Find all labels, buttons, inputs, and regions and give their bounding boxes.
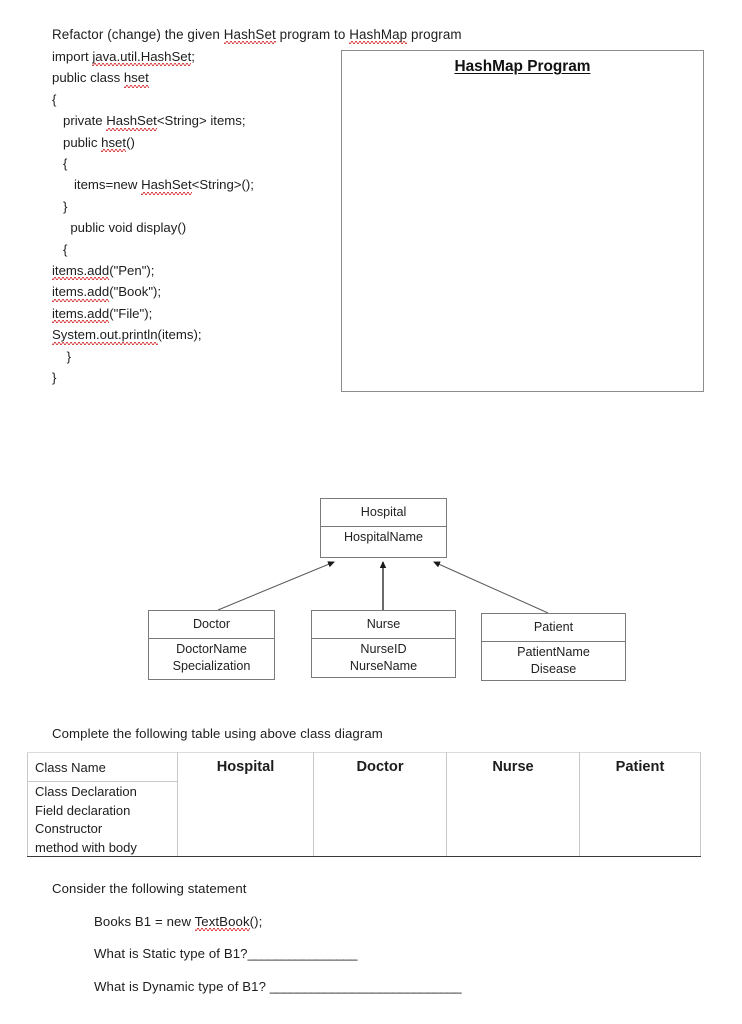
uml-attribute: Disease [530,661,577,676]
question-static-type-text: What is Static type of B1? [94,946,248,961]
question-static-type: What is Static type of B1?______________… [94,946,357,962]
uml-attribute: HospitalName [343,530,424,544]
prompt-term-hashmap: HashMap [349,27,408,45]
uml-class-hospital: Hospital HospitalName [320,498,447,558]
statement-code-prefix: Books B1 = new [94,914,195,929]
hashmap-box-title: HashMap Program [454,58,591,75]
uml-attribute: NurseName [349,658,418,673]
uml-class-patient-attributes: PatientName Disease [482,642,625,677]
spellcheck-term: hset [101,134,127,153]
code-line: } [52,198,68,214]
hashset-code-listing: import java.util.HashSet;public class hs… [52,46,342,389]
row-label-constructor: Constructor [35,821,103,837]
table-header-class-name: Class Name [27,752,178,782]
uml-attribute: Specialization [172,658,251,673]
spellcheck-term: items.add [52,305,110,324]
uml-attribute: PatientName [517,645,590,659]
refactor-prompt: Refactor (change) the given HashSet prog… [52,27,462,43]
row-label-method-with-body: method with body [35,839,137,855]
code-line: public void display() [52,220,187,236]
table-header-row: Class Name Hospital Doctor Nurse Patient [27,752,701,782]
answer-blank-dynamic[interactable]: ____________________________ [269,979,462,994]
table-caption: Complete the following table using above… [52,726,383,741]
class-comparison-table: Class Name Hospital Doctor Nurse Patient… [27,752,701,858]
code-line: System.out.println(items); [52,324,342,345]
row-label-field-declaration: Field declaration [35,802,131,818]
statement-code-textbook: TextBook [194,914,250,932]
connector-patient-hospital [433,561,549,614]
spellcheck-term: HashSet [141,177,192,195]
uml-class-nurse-name: Nurse [312,611,455,639]
uml-class-hospital-name: Hospital [321,499,446,527]
uml-class-nurse-attributes: NurseID NurseName [312,639,455,674]
code-line: } [52,348,72,364]
code-line: items=new HashSet<String>(); [52,174,342,195]
spellcheck-term: java.util.HashSet [92,49,192,67]
uml-class-nurse: Nurse NurseID NurseName [311,610,456,678]
table-cell-hospital[interactable] [177,781,314,858]
uml-class-doctor-attributes: DoctorName Specialization [149,639,274,674]
class-diagram: Hospital HospitalName Doctor DoctorName … [0,470,742,710]
uml-class-doctor: Doctor DoctorName Specialization [148,610,275,680]
spellcheck-term: items.add [52,263,110,281]
prompt-text-before: Refactor (change) the given [52,27,224,42]
prompt-text-after: program [407,27,462,42]
uml-class-hospital-attributes: HospitalName [321,527,446,546]
table-header-patient: Patient [579,752,701,782]
code-line: items.add("Pen"); [52,260,342,281]
code-line: public class hset [52,67,342,88]
uml-class-patient: Patient PatientName Disease [481,613,626,681]
statement-intro: Consider the following statement [52,881,247,896]
table-row-labels: Class Declaration Field declaration Cons… [27,781,178,858]
table-cell-patient[interactable] [579,781,701,858]
question-dynamic-type-text: What is Dynamic type of B1? [94,979,270,994]
table-header-hospital: Hospital [177,752,314,782]
table-cell-nurse[interactable] [446,781,580,858]
spellcheck-term: HashSet [106,113,157,131]
code-line: } [52,370,57,386]
code-line: { [52,241,68,257]
code-line: private HashSet<String> items; [52,110,342,131]
connector-doctor-hospital [217,561,335,611]
spellcheck-term: items.add [52,284,110,302]
class-diagram-connectors [217,561,549,614]
uml-class-doctor-name: Doctor [149,611,274,639]
statement-code-suffix: (); [249,914,263,929]
statement-code: Books B1 = new TextBook(); [94,914,262,930]
prompt-term-hashset: HashSet [223,27,276,45]
code-line: { [52,91,57,107]
hashmap-answer-box[interactable]: HashMap Program [341,50,704,392]
table-body-row: Class Declaration Field declaration Cons… [27,781,701,858]
uml-attribute: NurseID [360,642,407,656]
question-dynamic-type: What is Dynamic type of B1? ____________… [94,979,462,995]
code-line: { [52,156,68,172]
prompt-text-middle: program to [275,27,350,42]
code-line: items.add("Book"); [52,281,342,302]
spellcheck-term: System.out.println [52,327,158,345]
uml-attribute: DoctorName [176,642,247,656]
answer-blank-static[interactable]: ________________ [247,946,358,961]
spellcheck-term: hset [123,70,149,88]
uml-class-patient-name: Patient [482,614,625,642]
table-header-doctor: Doctor [313,752,447,782]
code-line: items.add("File"); [52,303,342,324]
table-cell-doctor[interactable] [313,781,447,858]
table-header-nurse: Nurse [446,752,580,782]
row-label-class-declaration: Class Declaration [35,784,137,799]
code-line: public hset() [52,132,342,153]
code-line: import java.util.HashSet; [52,46,342,67]
